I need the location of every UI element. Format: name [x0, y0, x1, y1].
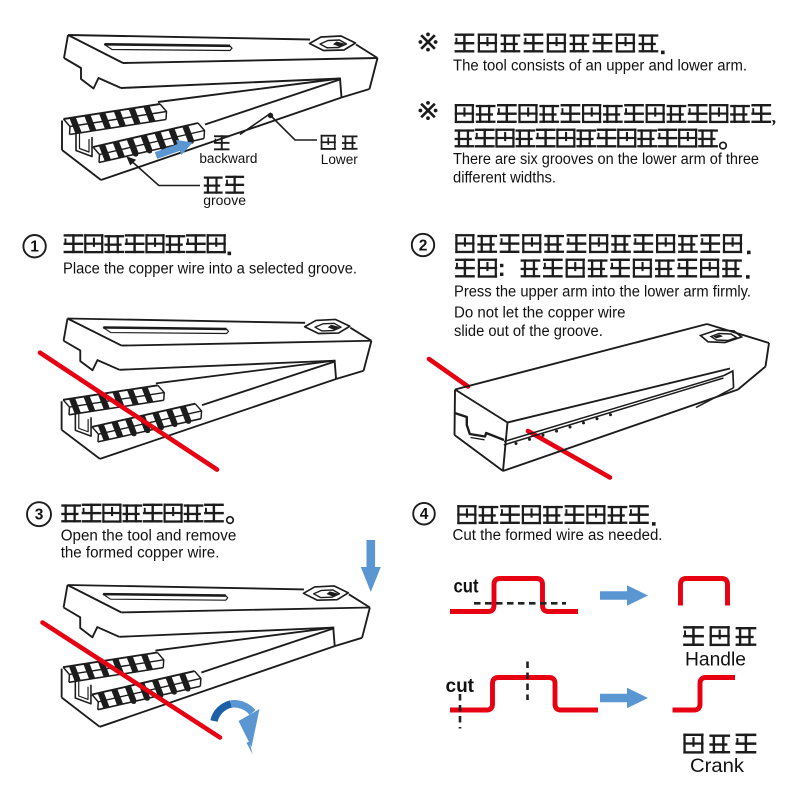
svg-text:1: 1: [30, 239, 39, 256]
svg-text:3: 3: [35, 507, 44, 524]
svg-text:The tool consists of an upper: The tool consists of an upper and lower …: [453, 58, 747, 75]
svg-text:Crank: Crank: [690, 755, 744, 777]
svg-text:different widths.: different widths.: [453, 170, 556, 187]
svg-text:cut: cut: [454, 577, 480, 598]
svg-text:Lower: Lower: [321, 152, 358, 168]
svg-text:cut: cut: [446, 676, 475, 697]
svg-text:Handle: Handle: [685, 649, 746, 671]
svg-text:Cut the formed wire as needed.: Cut the formed wire as needed.: [453, 527, 663, 544]
svg-text:There are six grooves on the l: There are six grooves on the lower arm o…: [453, 151, 759, 168]
svg-text:groove: groove: [203, 193, 246, 209]
svg-text:slide out of the groove.: slide out of the groove.: [454, 323, 603, 340]
svg-text:the formed copper wire.: the formed copper wire.: [61, 545, 220, 562]
svg-text:Place the copper wire into a s: Place the copper wire into a selected gr…: [63, 261, 357, 278]
svg-text:Open the tool and remove: Open the tool and remove: [61, 528, 237, 545]
svg-text:2: 2: [419, 238, 428, 255]
svg-text:4: 4: [420, 506, 429, 523]
svg-text:backward: backward: [199, 151, 257, 167]
svg-text:Press the upper arm into the l: Press the upper arm into the lower arm f…: [454, 284, 751, 301]
svg-text:Do not let the copper wire: Do not let the copper wire: [454, 305, 626, 322]
